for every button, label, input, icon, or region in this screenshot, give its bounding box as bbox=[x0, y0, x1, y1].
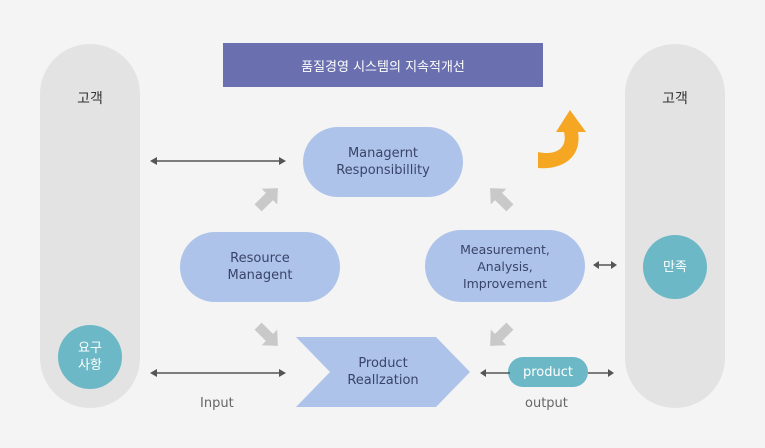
requirements-circle: 요구 사항 bbox=[58, 325, 122, 389]
input-caption: Input bbox=[200, 396, 234, 411]
arrow-measurement-to-management bbox=[490, 188, 514, 212]
product-realization-label: Product Reallzation bbox=[347, 356, 419, 388]
management-responsibility-node: Managernt Responsibillity bbox=[303, 127, 463, 197]
product-realization-shape bbox=[296, 337, 470, 407]
arrow-resource-to-realization bbox=[254, 322, 278, 346]
arrow-realization-to-measurement bbox=[490, 322, 514, 346]
right-customer-label: 고객 bbox=[662, 91, 688, 107]
output-caption: output bbox=[525, 396, 568, 411]
double-arrow-measurement-satisfaction bbox=[593, 261, 617, 269]
double-arrow-bottom-left bbox=[150, 369, 286, 377]
right-customer-column bbox=[625, 44, 725, 408]
arrow-output-right bbox=[588, 369, 614, 377]
continuous-improvement-arrow-icon bbox=[538, 110, 586, 169]
resource-management-node: Resource Managent bbox=[180, 232, 340, 302]
arrow-resource-to-management bbox=[254, 188, 278, 212]
double-arrow-top-left bbox=[150, 157, 286, 165]
measurement-analysis-node: Measurement, Analysis, Improvement bbox=[425, 230, 585, 302]
satisfaction-circle: 만족 bbox=[643, 235, 707, 299]
double-arrow-output-left bbox=[480, 369, 510, 377]
left-customer-label: 고객 bbox=[77, 91, 103, 107]
title-banner: 품질경영 시스템의 지속적개선 bbox=[223, 43, 543, 87]
product-tag: product bbox=[508, 357, 588, 387]
